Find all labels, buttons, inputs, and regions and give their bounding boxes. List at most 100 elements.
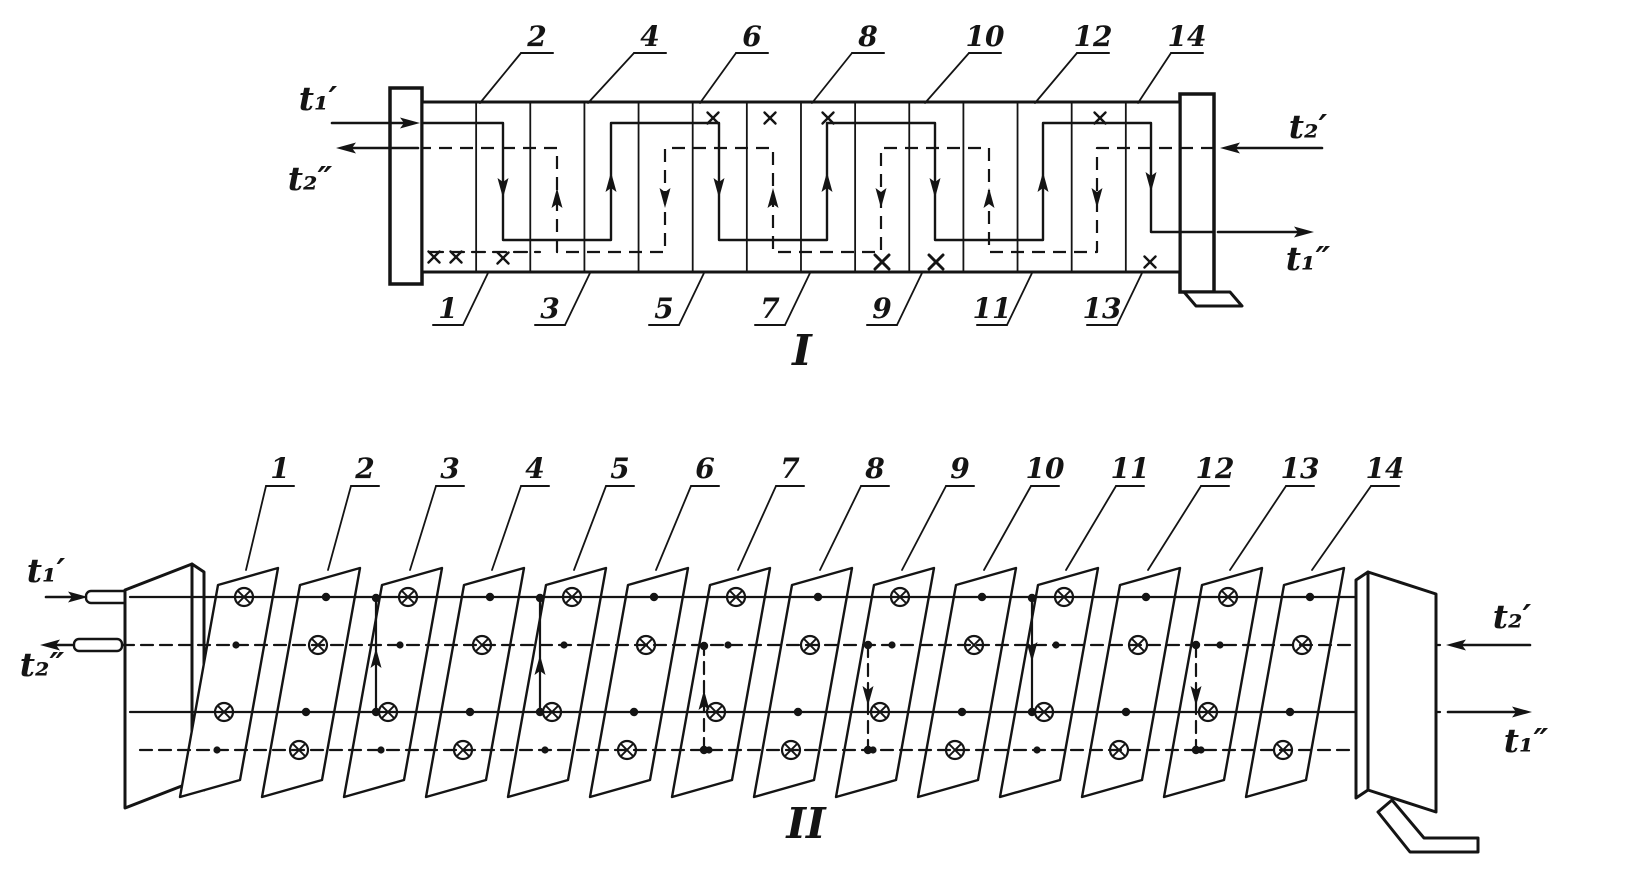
cold-outlet-arrowhead-icon	[336, 142, 356, 154]
node-dot-icon	[1191, 640, 1201, 650]
leader-line	[1311, 485, 1372, 571]
node-dot-icon	[699, 641, 709, 651]
node-dot-icon	[699, 745, 709, 755]
plate-number-bottom: 3	[540, 292, 559, 325]
leader-line	[245, 485, 267, 571]
leader-line	[1006, 272, 1033, 326]
leader-line	[699, 52, 737, 104]
leader-line	[1229, 485, 1287, 571]
plate	[1080, 566, 1182, 799]
arrowhead-icon	[1091, 188, 1103, 208]
x-mark-icon	[1143, 255, 1157, 269]
right-end-plate-side	[1354, 570, 1370, 800]
plate-number-bottom: 7	[760, 292, 780, 325]
node-dot-icon	[1216, 641, 1224, 649]
plate-number-bottom: 1	[438, 292, 457, 325]
leader-line	[655, 485, 692, 571]
plate-number: 9	[950, 452, 969, 485]
node-dot-icon	[371, 593, 381, 603]
plate	[342, 566, 444, 799]
arrowhead-icon	[698, 690, 710, 710]
leader-line	[737, 485, 777, 571]
node-dot-icon	[1191, 745, 1201, 755]
leader-line	[1147, 485, 1202, 571]
plate-number: 6	[695, 452, 714, 485]
leader-line	[462, 272, 489, 326]
right-header-plate	[1178, 92, 1216, 294]
arrowhead-icon	[875, 188, 887, 208]
right-end-plate	[1366, 570, 1438, 814]
arrowhead-icon	[767, 188, 779, 208]
plate-number: 2	[354, 452, 374, 485]
leader-line	[491, 485, 522, 571]
left-end-plate	[123, 562, 194, 810]
leader-line	[1034, 52, 1078, 104]
plate	[260, 566, 362, 799]
plate-number: 7	[780, 452, 800, 485]
node-dot-icon	[863, 745, 873, 755]
arrowhead-icon	[983, 188, 995, 208]
cold-inlet-arrowhead-icon	[1446, 639, 1466, 651]
arrowhead-icon	[605, 172, 617, 192]
x-mark-icon	[821, 111, 835, 125]
arrowhead-icon	[497, 178, 509, 198]
plate	[178, 566, 280, 799]
leader-line	[479, 52, 522, 104]
plate-number-top: 8	[857, 20, 877, 53]
plate	[1162, 566, 1264, 799]
node-dot-icon	[371, 707, 381, 717]
plate-number-top: 2	[526, 20, 546, 53]
plate-number: 14	[1366, 452, 1405, 485]
plate-number: 3	[440, 452, 459, 485]
plate-number: 4	[525, 452, 544, 485]
plate	[670, 566, 772, 799]
plate	[834, 566, 936, 799]
arrowhead-icon	[1037, 172, 1049, 192]
leader-line	[896, 272, 923, 326]
plate-number: 1	[270, 452, 289, 485]
arrowhead-icon	[659, 188, 671, 208]
x-mark-icon	[706, 111, 720, 125]
plate	[998, 566, 1100, 799]
hot-outlet-arrowhead-icon	[1512, 706, 1532, 718]
node-dot-icon	[1027, 593, 1037, 603]
x-mark-icon	[873, 253, 891, 271]
node-dot-icon	[535, 707, 545, 717]
plate-number: 5	[610, 452, 629, 485]
viewI-hot-inlet-label: t₁′	[299, 79, 338, 118]
view-II-caption: II	[785, 799, 827, 848]
hot-outlet-arrowhead-icon	[1294, 226, 1314, 238]
leader-line	[784, 272, 811, 326]
plate-number-top: 14	[1168, 20, 1207, 53]
viewII-cold-inlet-label: t₂′	[1493, 597, 1532, 636]
cold-outlet-arrowhead-icon	[40, 639, 60, 651]
cold-inlet-arrowhead-icon	[1220, 142, 1240, 154]
leader-line	[811, 52, 853, 104]
port-bolt-icon	[966, 637, 982, 653]
viewI-cold-outlet-label: t₂″	[288, 159, 333, 198]
plate	[752, 566, 854, 799]
cold-flow-line	[422, 146, 1214, 254]
leader-line	[573, 485, 607, 571]
arrowhead-icon	[551, 188, 563, 208]
hot-inlet-pipe-stub	[84, 589, 132, 605]
leader-line	[819, 485, 862, 571]
plate-number: 13	[1281, 452, 1320, 485]
plate-number-bottom: 9	[872, 292, 891, 325]
leader-line	[678, 272, 705, 326]
plate-number-top: 12	[1074, 20, 1113, 53]
arrowhead-icon	[1145, 172, 1157, 192]
viewI-cold-inlet-label: t₂′	[1289, 107, 1328, 146]
plate	[424, 566, 526, 799]
x-mark-icon	[449, 250, 463, 264]
plate-number-bottom: 13	[1083, 292, 1122, 325]
x-mark-icon	[763, 111, 777, 125]
viewII-hot-outlet-label: t₁″	[1504, 721, 1549, 760]
arrowhead-icon	[821, 172, 833, 192]
cold-outlet-pipe-stub	[72, 637, 124, 653]
x-mark-icon	[427, 250, 441, 264]
leader-line	[327, 485, 352, 571]
plate	[588, 566, 690, 799]
viewI-hot-outlet-label: t₁″	[1286, 239, 1331, 278]
